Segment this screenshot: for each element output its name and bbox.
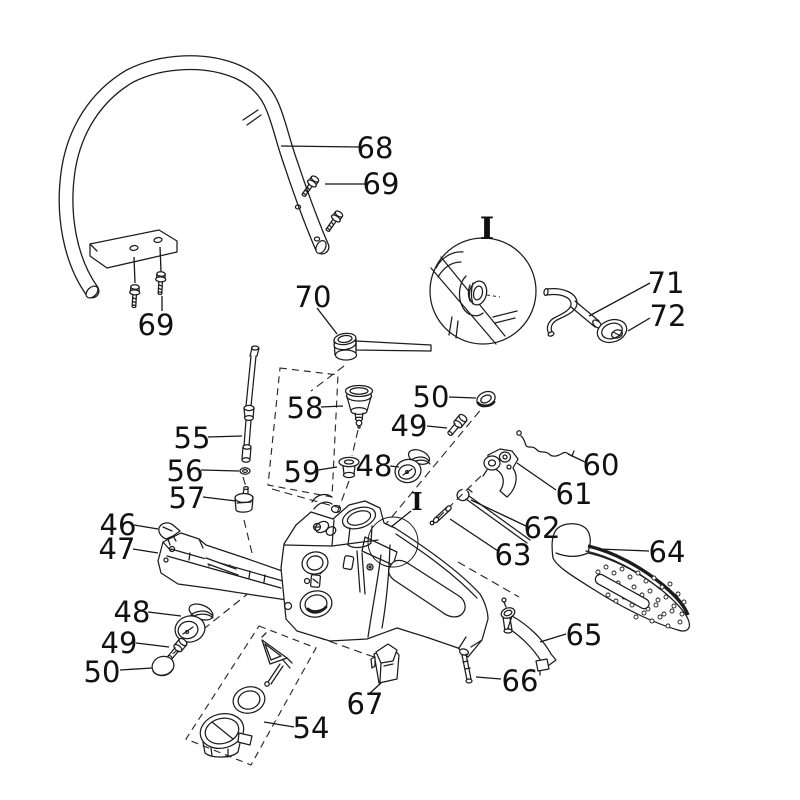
part-label-55: 55 [174, 421, 211, 455]
part-61-trigger [482, 448, 519, 498]
detail-body-marker: I [411, 487, 422, 516]
part-50-seal-left [151, 655, 175, 677]
part-label-57: 57 [169, 481, 206, 515]
part-label-49-left: 49 [101, 626, 138, 660]
detail-view-marker: I [480, 211, 495, 247]
part-label-68: 68 [357, 131, 394, 165]
part-54-cap-assembly [199, 632, 293, 758]
part-62-rod-link [456, 488, 531, 544]
part-46-clip [158, 522, 181, 546]
part-50-seal-right [476, 390, 496, 408]
part-49-screw-right [444, 412, 469, 439]
main-tank-body [280, 493, 489, 658]
part-label-69-left: 69 [138, 308, 175, 342]
part-number-labels: 68 69 69 70 I 71 72 58 50 49 55 60 56 48… [84, 131, 687, 745]
part-69-screws [128, 173, 346, 309]
part-58-valve [344, 384, 374, 429]
part-65-lever [500, 597, 557, 676]
part-72-connector [596, 318, 628, 344]
part-63-pin [429, 505, 452, 526]
part-56-oring [239, 467, 251, 475]
part-label-67: 67 [347, 687, 384, 721]
part-label-61: 61 [556, 477, 593, 511]
part-label-66: 66 [502, 664, 539, 698]
part-label-47: 47 [99, 532, 136, 566]
part-60-spring-wire [516, 430, 575, 457]
part-68-handlebar [58, 55, 330, 299]
part-label-58: 58 [287, 391, 324, 425]
part-label-64: 64 [649, 535, 686, 569]
part-label-50-left: 50 [84, 655, 121, 689]
part-label-46: 46 [100, 508, 137, 542]
part-label-69-right: 69 [363, 167, 400, 201]
part-label-71: 71 [648, 266, 685, 300]
part-67-switch [370, 643, 400, 684]
part-label-48-left: 48 [114, 595, 151, 629]
part-label-50-right: 50 [413, 380, 450, 414]
leader-lines [119, 145, 651, 728]
part-label-59: 59 [284, 455, 321, 489]
part-label-62: 62 [524, 511, 561, 545]
part-55-rod [241, 345, 260, 463]
part-59-grommet [338, 456, 360, 479]
grouping-box-54 [185, 625, 317, 766]
part-57-cap [234, 485, 254, 513]
part-label-63: 63 [495, 538, 532, 572]
part-label-60: 60 [583, 448, 620, 482]
part-70-tool [333, 332, 432, 361]
part-47-bracket [157, 532, 288, 601]
part-label-65: 65 [566, 618, 603, 652]
part-label-48-right: 48 [356, 449, 393, 483]
part-label-49-right: 49 [391, 409, 428, 443]
part-71-cable [543, 287, 602, 337]
part-66-screw [458, 648, 473, 684]
part-64-grip-cover [551, 523, 691, 632]
part-48-cap-left [174, 603, 214, 643]
handlebar-mount-plate [89, 229, 178, 269]
part-label-72: 72 [650, 299, 687, 333]
part-label-56: 56 [167, 454, 204, 488]
detail-view-circle [429, 237, 537, 345]
part-label-70: 70 [295, 280, 332, 314]
part-label-54: 54 [293, 711, 330, 745]
part-48-cap-right [394, 449, 431, 484]
